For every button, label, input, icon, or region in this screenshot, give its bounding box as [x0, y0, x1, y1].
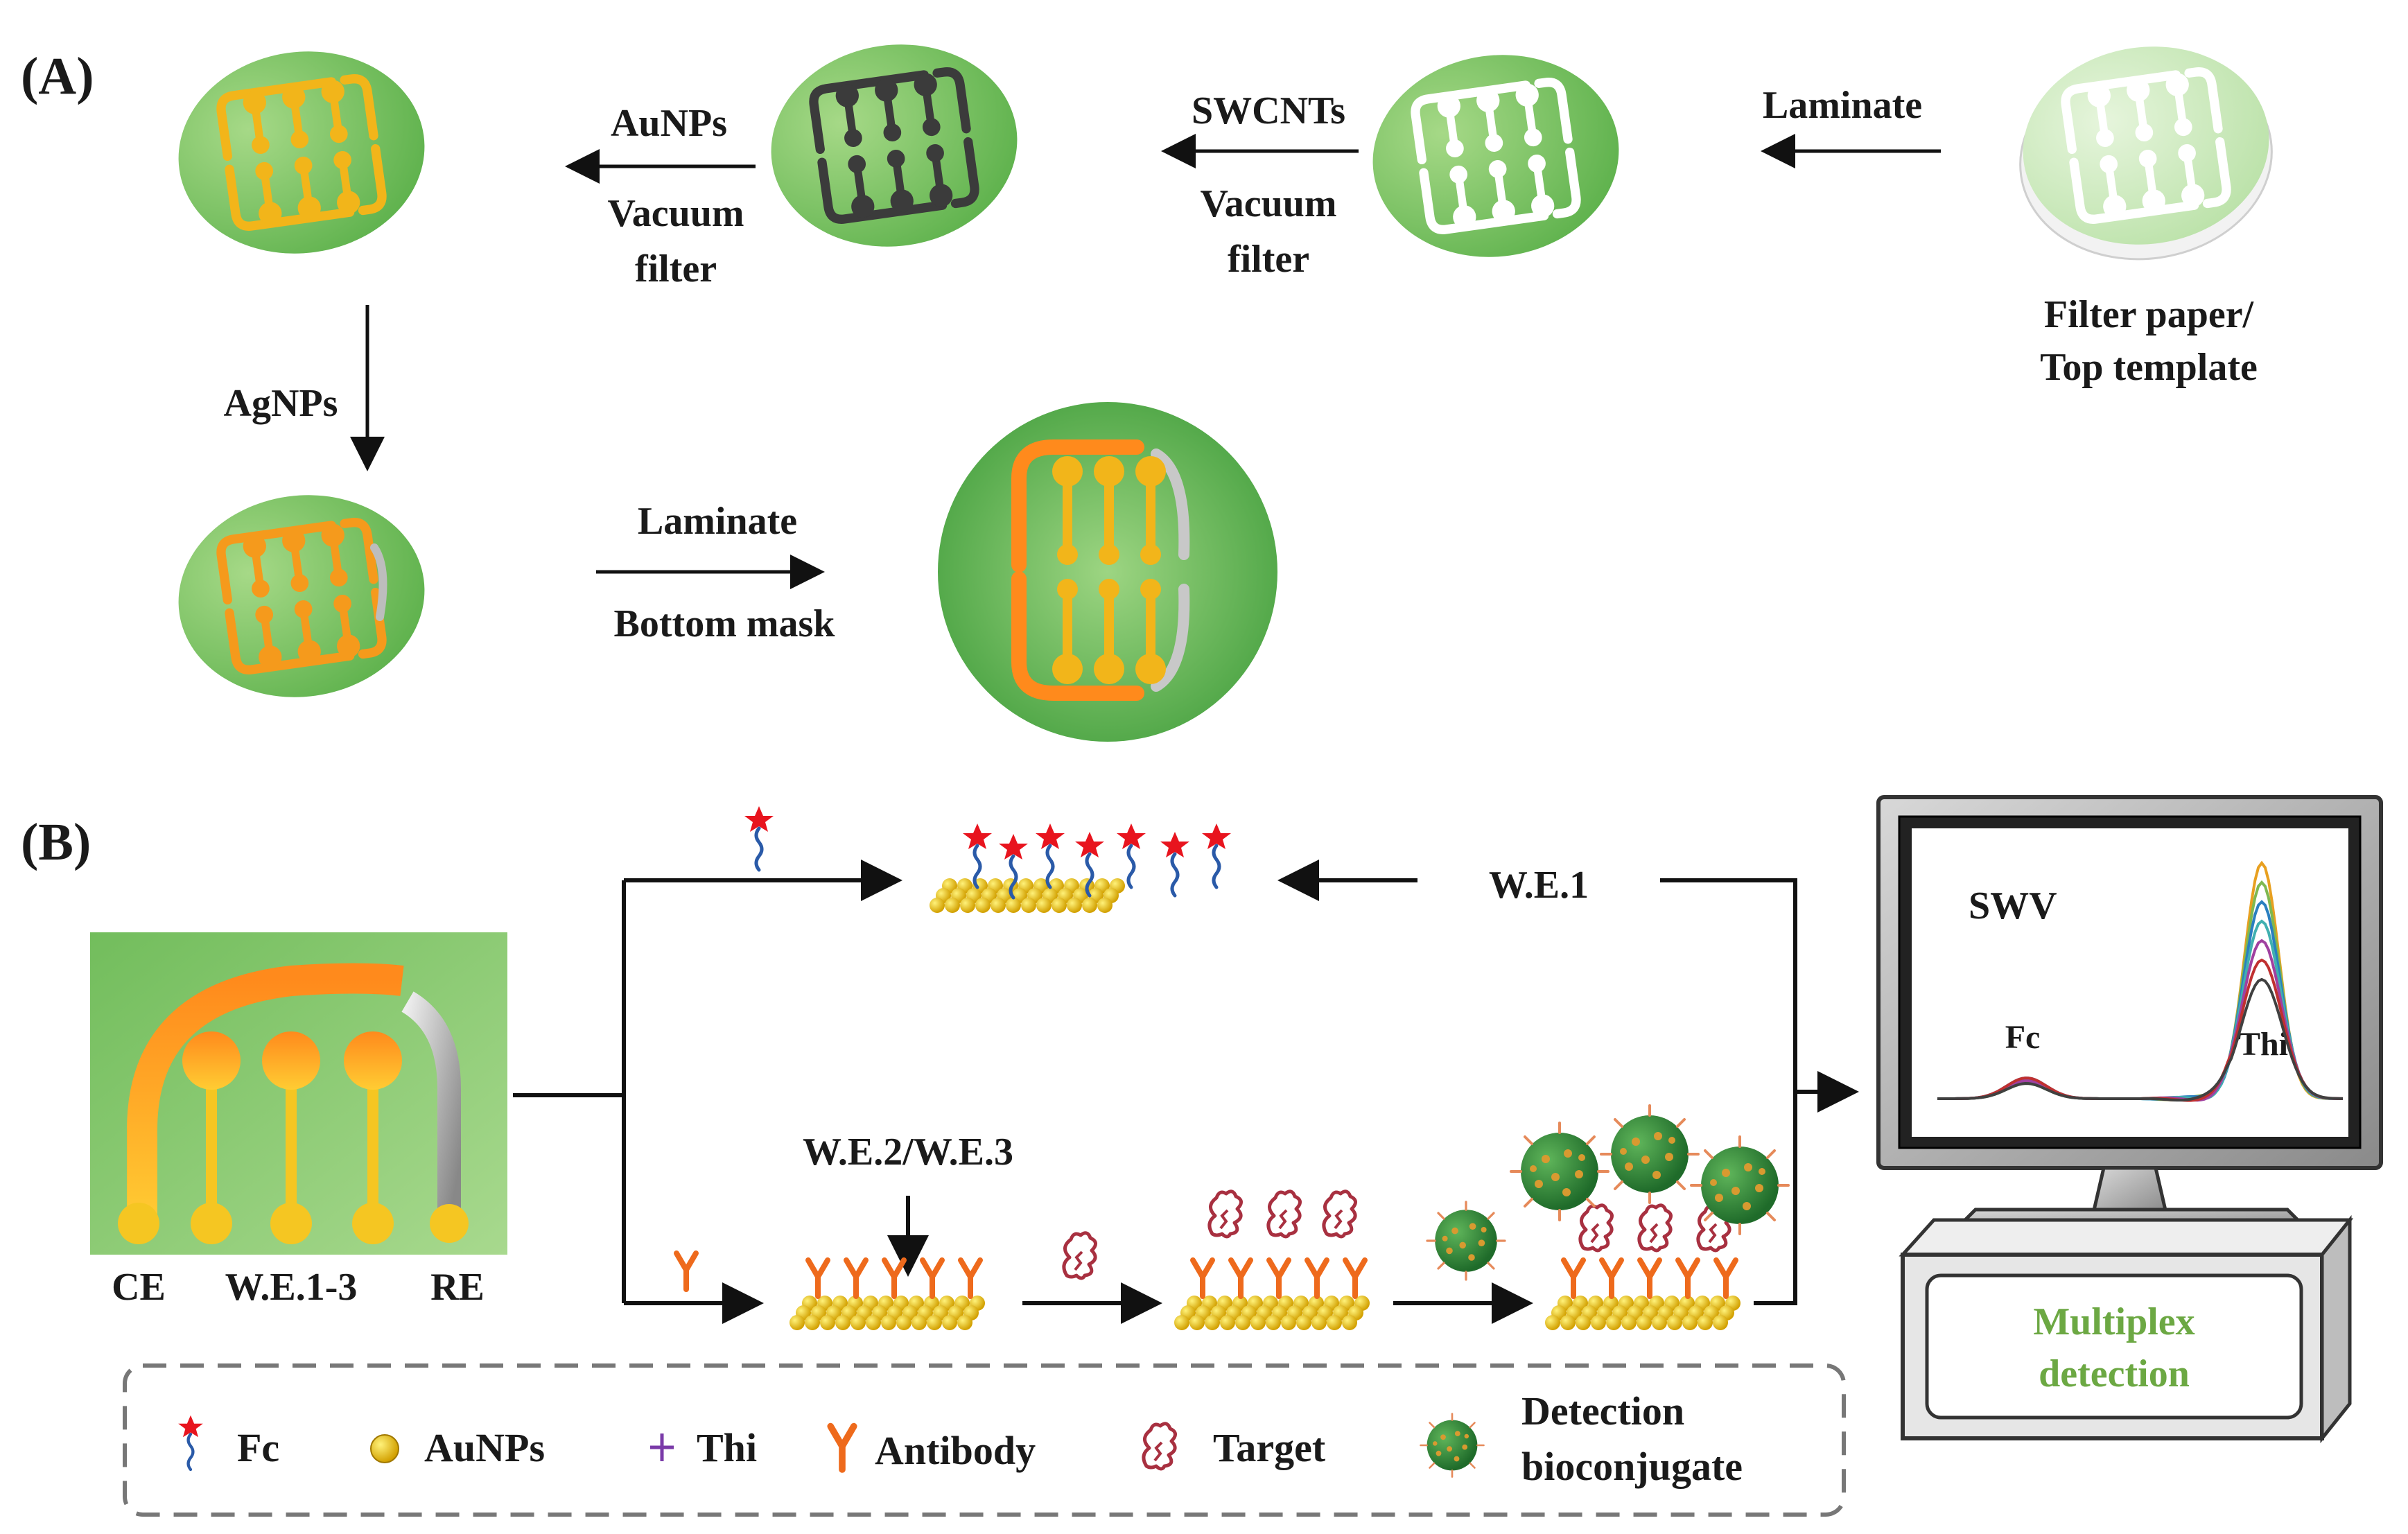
source-label-2: Top template [2040, 346, 2258, 389]
source-label-1: Filter paper/ [2044, 293, 2255, 336]
step-bottom-mask: Bottom mask [614, 602, 836, 645]
slab-antibody [789, 1260, 985, 1330]
peak-fc-label: Fc [2005, 1019, 2041, 1056]
slab-target [1174, 1192, 1370, 1330]
bioconjugate-icon [1426, 1201, 1506, 1281]
step-swcnts: SWCNTs [1192, 89, 1345, 132]
label-re: RE [430, 1266, 485, 1309]
step-aunps: AuNPs [611, 102, 727, 145]
step-swcnts-method-1: Vacuum [1200, 182, 1336, 225]
we1-surface [930, 823, 1231, 913]
legend-aunps-icon [370, 1434, 399, 1463]
target-icon [1064, 1233, 1096, 1278]
legend-detection-1: Detection [1521, 1388, 1684, 1433]
panel-a-label: (A) [21, 47, 94, 105]
step-laminate-top: Laminate [1763, 84, 1922, 127]
caption-1: Multiplex [2033, 1300, 2195, 1343]
square-electrode [90, 932, 507, 1255]
caption-2: detection [2039, 1352, 2190, 1395]
disk-agnps [178, 495, 425, 697]
antibody-icon [677, 1253, 696, 1289]
label-we23: W.E.2/W.E.3 [803, 1131, 1013, 1174]
legend-thi-icon [650, 1433, 674, 1461]
step-laminate-bottom: Laminate [638, 500, 797, 543]
legend-target-icon [1144, 1424, 1176, 1469]
swv-curve [1937, 977, 2343, 1102]
legend-thi: Thi [697, 1425, 757, 1470]
panel-b-label: (B) [21, 813, 91, 871]
disk-laminated [1372, 55, 1619, 257]
fc-probe-icon [744, 806, 774, 870]
disk-filter-paper [2019, 46, 2273, 261]
step-swcnts-method-2: filter [1228, 238, 1309, 281]
legend-aunps: AuNPs [424, 1425, 545, 1470]
monitor-method: SWV [1969, 884, 2057, 927]
disk-aunps [178, 51, 425, 254]
swv-curves [1937, 860, 2344, 1102]
legend-detection-2: bioconjugate [1521, 1444, 1743, 1489]
legend-fc-icon [178, 1415, 203, 1470]
disk-swcnts [771, 44, 1018, 247]
legend-antibody-icon [830, 1427, 854, 1470]
panel-a-arrows [350, 134, 1941, 589]
step-agnps: AgNPs [224, 382, 338, 425]
legend-antibody: Antibody [875, 1428, 1036, 1473]
step-aunps-method-2: filter [635, 247, 717, 290]
legend-fc: Fc [237, 1425, 279, 1470]
panel-b-arrows [513, 860, 1859, 1324]
label-we: W.E.1-3 [225, 1266, 358, 1309]
step-aunps-method-1: Vacuum [607, 192, 744, 235]
disk-final-device [938, 402, 1277, 742]
label-we1: W.E.1 [1489, 864, 1589, 907]
monitor [1876, 795, 2383, 1444]
peak-thi-label: Thi [2238, 1026, 2288, 1063]
legend-bioconjugate-icon [1420, 1413, 1485, 1478]
legend-box [123, 1363, 1846, 1517]
slab-sandwich [1510, 1104, 1790, 1330]
legend-target: Target [1213, 1425, 1326, 1470]
label-ce: CE [112, 1266, 166, 1309]
